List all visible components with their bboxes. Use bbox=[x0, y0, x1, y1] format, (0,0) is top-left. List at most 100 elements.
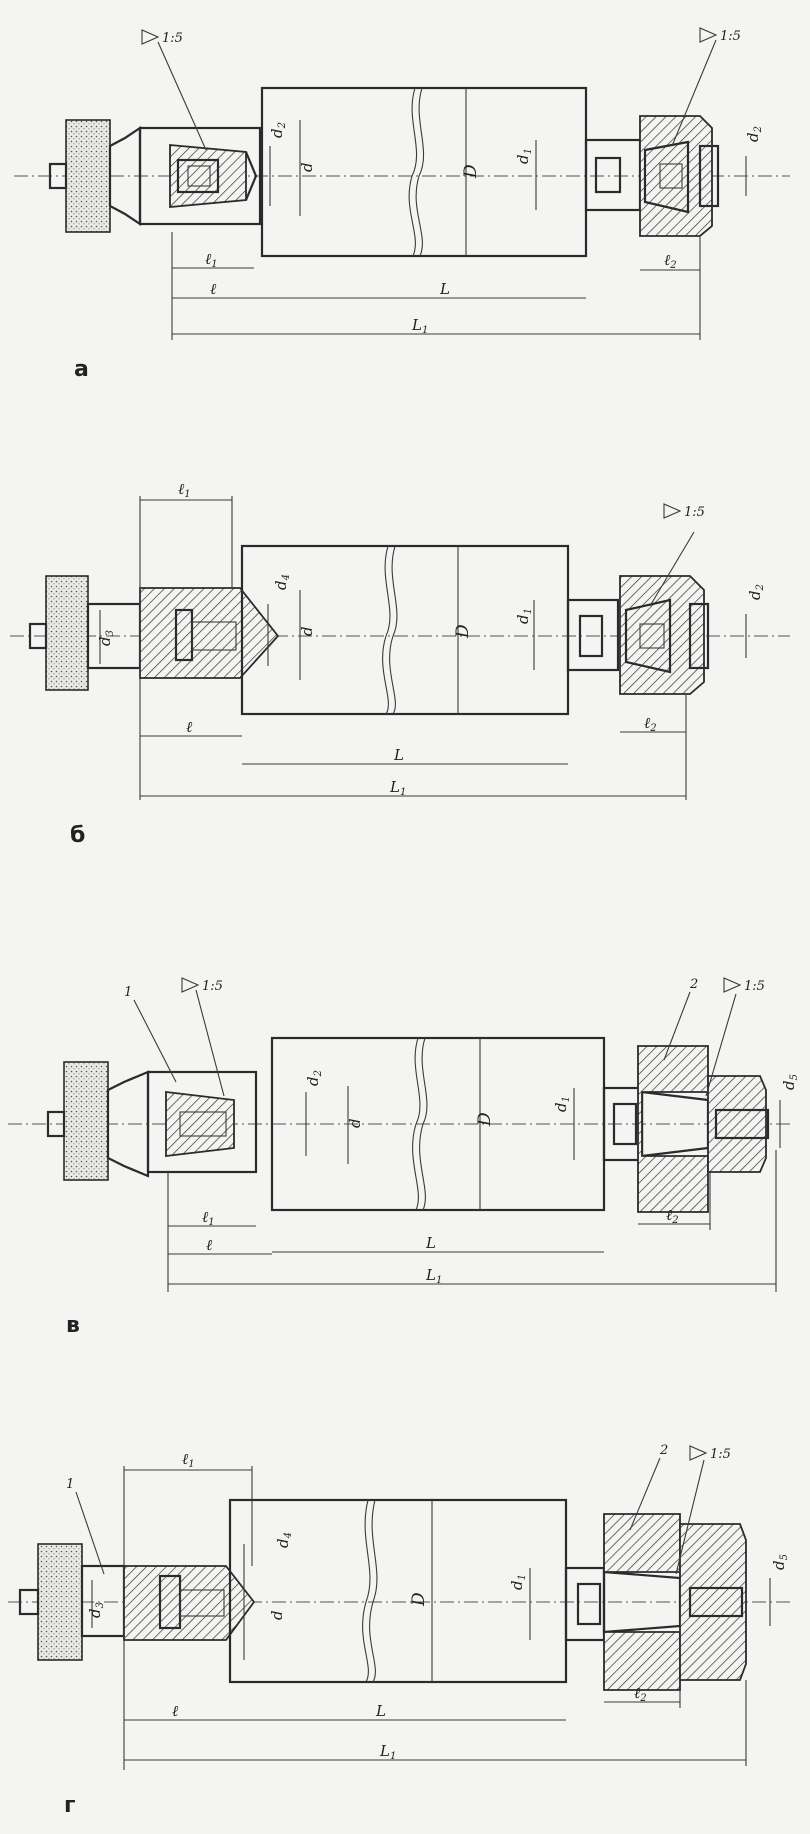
label-l: ℓ bbox=[172, 1702, 178, 1720]
label-l2: ℓ2 bbox=[664, 251, 677, 271]
label-d1: d1 bbox=[514, 148, 534, 164]
grinding-wheel bbox=[45, 575, 89, 691]
callout-1: 1 bbox=[66, 1477, 74, 1492]
break-line-2 bbox=[419, 1037, 428, 1211]
label-l2: ℓ2 bbox=[634, 1684, 647, 1704]
break-line bbox=[362, 1499, 371, 1683]
label-d4: d4 bbox=[272, 574, 292, 590]
label-L: L bbox=[439, 280, 450, 298]
left-screw bbox=[191, 621, 237, 651]
panel-v: d2 d D d1 d5 1 1:5 2 1:5 ℓ1 ℓ L L1 ℓ2 в bbox=[8, 977, 800, 1338]
left-mandrel-holder bbox=[138, 126, 262, 226]
right-mandrel-stub bbox=[566, 598, 620, 672]
label-D: D bbox=[461, 164, 481, 179]
wheel-spindle-end bbox=[46, 1110, 66, 1138]
right-mandrel-stub bbox=[584, 138, 642, 212]
label-l1: ℓ1 bbox=[178, 480, 191, 500]
taper-symbol-right bbox=[723, 977, 742, 993]
taper-label-right: 1:5 bbox=[744, 979, 765, 994]
panel-letter: а bbox=[74, 357, 89, 382]
label-d3: d3 bbox=[96, 630, 116, 646]
wheel-spindle-end bbox=[48, 162, 68, 190]
right-chuck-body bbox=[637, 1045, 709, 1213]
left-screw bbox=[187, 165, 211, 187]
label-d3: d3 bbox=[86, 1602, 106, 1618]
panel-a: d2 d D d1 d2 1:5 1:5 ℓ1 ℓ L L1 ℓ2 а bbox=[14, 27, 790, 382]
right-screw bbox=[659, 163, 683, 189]
label-d2-right: d2 bbox=[744, 126, 764, 142]
label-L: L bbox=[375, 1702, 386, 1720]
label-l1: ℓ1 bbox=[182, 1450, 195, 1470]
right-stub-bore bbox=[612, 1102, 638, 1146]
left-cone-tip bbox=[244, 151, 258, 201]
break-line bbox=[408, 87, 418, 257]
left-plug-bore bbox=[176, 158, 220, 194]
spindle-neck bbox=[106, 1070, 150, 1178]
left-screw bbox=[179, 1589, 225, 1617]
taper-leader-right bbox=[671, 39, 717, 147]
panel-letter: г bbox=[64, 1793, 76, 1818]
spindle-collar bbox=[80, 1564, 126, 1638]
break-line bbox=[412, 1037, 421, 1211]
label-l2: ℓ2 bbox=[666, 1206, 679, 1226]
label-L: L bbox=[425, 1234, 436, 1252]
panel-letter: б bbox=[70, 823, 85, 848]
taper-leader-right bbox=[705, 993, 737, 1097]
right-screw bbox=[688, 1586, 744, 1618]
label-d2: d2 bbox=[746, 584, 766, 600]
label-l: ℓ bbox=[206, 1236, 212, 1254]
right-cap bbox=[698, 144, 720, 208]
taper-leader-right bbox=[649, 531, 695, 607]
label-d1: d1 bbox=[552, 1096, 572, 1112]
label-L1: L1 bbox=[379, 1742, 396, 1762]
left-screw bbox=[179, 1111, 227, 1137]
taper-symbol-right bbox=[663, 503, 682, 519]
left-taper-plug bbox=[169, 144, 247, 208]
label-d1: d1 bbox=[514, 608, 534, 624]
label-l1: ℓ1 bbox=[202, 1208, 215, 1228]
right-taper-bore bbox=[643, 140, 690, 214]
callout-2: 2 bbox=[689, 977, 698, 992]
wheel-spindle-end bbox=[18, 1588, 40, 1616]
callout-1: 1 bbox=[124, 985, 132, 1000]
panel-b: d3 d4 d D d1 d2 1:5 ℓ1 ℓ L L1 ℓ2 б bbox=[10, 480, 790, 848]
taper-label-left: 1:5 bbox=[162, 31, 183, 46]
right-chuck-upper bbox=[603, 1513, 681, 1573]
right-cap bbox=[688, 602, 710, 670]
label-d: d bbox=[298, 162, 316, 172]
label-d2: d2 bbox=[304, 1070, 324, 1086]
break-line-2 bbox=[369, 1499, 378, 1683]
left-taper-plug bbox=[165, 1090, 235, 1158]
label-L1: L1 bbox=[425, 1266, 442, 1286]
panel-letter: в bbox=[66, 1313, 80, 1338]
taper-symbol-left bbox=[141, 29, 160, 45]
right-stub-bore bbox=[594, 156, 622, 194]
callout-2: 2 bbox=[659, 1443, 668, 1458]
callout-leader-2 bbox=[663, 991, 691, 1061]
panel-g: d3 d4 d D d1 d5 1 2 1:5 ℓ1 ℓ L L1 ℓ2 г bbox=[8, 1443, 790, 1818]
right-mandrel-stub bbox=[564, 1566, 606, 1642]
taper-symbol-right bbox=[689, 1445, 708, 1461]
label-D: D bbox=[409, 1592, 429, 1607]
right-screw bbox=[714, 1108, 770, 1140]
right-taper-bore bbox=[624, 598, 672, 674]
right-stub-bore bbox=[576, 1582, 602, 1626]
grinding-wheel bbox=[63, 1061, 109, 1181]
label-D: D bbox=[453, 624, 473, 639]
label-l1: ℓ1 bbox=[205, 250, 218, 270]
callout-leader-1 bbox=[133, 999, 177, 1083]
grinding-wheel bbox=[65, 119, 111, 233]
left-mandrel-holder bbox=[139, 587, 280, 679]
right-chuck-body bbox=[639, 115, 713, 237]
right-screw bbox=[639, 623, 665, 649]
left-mandrel-holder bbox=[146, 1070, 258, 1174]
taper-label-left: 1:5 bbox=[202, 979, 223, 994]
label-d5: d5 bbox=[780, 1074, 800, 1090]
taper-leader-right bbox=[675, 1459, 705, 1575]
taper-leader-left bbox=[195, 989, 225, 1097]
right-stub-bore bbox=[578, 614, 604, 658]
taper-leader-left bbox=[157, 41, 207, 151]
taper-label-right: 1:5 bbox=[710, 1447, 731, 1462]
